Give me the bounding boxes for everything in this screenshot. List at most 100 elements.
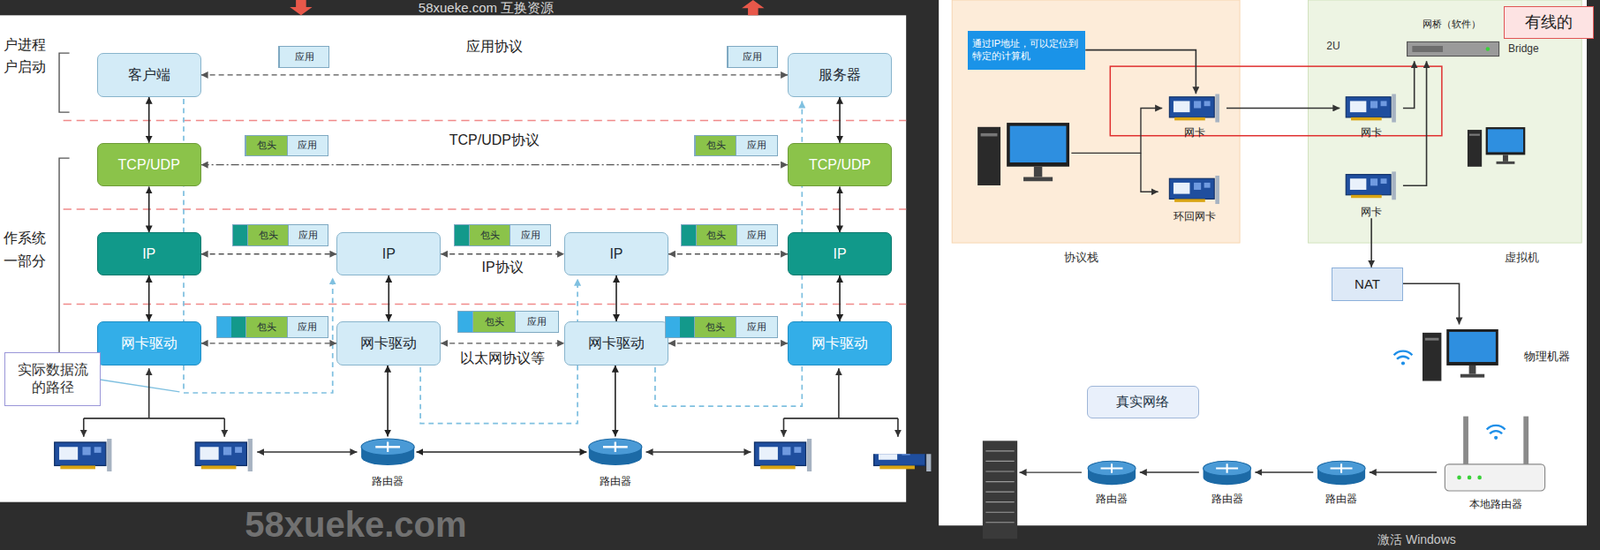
node-label: 物理机器 [1524,349,1570,364]
node-label: 本地路由器 [1469,498,1523,511]
data-path [420,279,578,424]
device-icon: 路由器 [1083,459,1140,506]
packet-box: 包头应用 [232,224,329,246]
connector [201,74,788,76]
packet-field: 包头 [694,135,736,156]
system-notice: 激活 Windows [1377,532,1457,547]
computer-icon [1422,329,1499,382]
unit-label: Bridge [1508,43,1540,56]
layer-divider [63,120,907,304]
node-label: 网卡驱动 [120,334,178,352]
watermark: 58xueke.com [244,504,467,545]
node-label: 路由器 [599,475,632,488]
side-label: 户进程 [3,37,46,53]
led [1467,475,1472,481]
packet-header-cell [681,225,696,245]
nic-icon [1345,93,1397,122]
node-label: 有线的 [1524,13,1573,33]
wifi-icon [1394,351,1413,360]
data-path [655,100,802,407]
watermark: 58xueke.com 互换资源 [418,0,554,16]
layer-box: 网卡驱动 [336,321,441,366]
left-panel [0,15,906,502]
packet-field: 包头 [468,225,510,245]
packet-header-cell [454,225,469,245]
server-rack-slots [985,451,1014,523]
node-label: TCP/UDP [118,156,181,174]
antenna [1463,416,1469,466]
node-label: 服务器 [818,66,861,84]
packet-field: 包头 [245,135,287,156]
connector [387,275,390,322]
layer-box: 客户端 [97,52,202,98]
wire [784,417,899,420]
highlight-frame [1109,66,1442,136]
connector [440,253,565,255]
connector [201,342,338,344]
connector [1370,218,1373,267]
computer-icon [1467,127,1526,167]
connector [615,275,618,322]
device-icon: 路由器 [586,437,644,489]
connector [1139,471,1200,474]
connector [838,186,841,233]
node-label: NAT [1354,276,1381,293]
node-label: 实际数据流的路径 [14,361,91,397]
edge-label: TCP/UDP协议 [446,131,543,149]
layer-box: IP [336,232,441,276]
packet-field: 包头 [694,316,736,337]
node-label: 网卡 [1360,126,1382,139]
node-label: 网卡 [1184,126,1206,139]
unit-label: 2U [1326,40,1340,53]
connector [838,275,841,322]
bracket [59,52,70,393]
node-label: 路由器 [371,475,404,488]
device-icon: 路由器 [1313,459,1370,506]
wire [83,418,85,438]
driver-box: 网卡驱动 [787,321,892,366]
device-icon: 路由器 [1199,459,1256,506]
device-icon: 本地路由器 [1436,410,1555,511]
connector [1403,60,1415,108]
node-label: 通过IP地址，可以定位到特定的计算机 [972,37,1081,63]
packet-header-cell [679,316,695,337]
connector [148,97,151,144]
protocol-box: IP [787,232,892,276]
connector [440,342,565,344]
wire [1018,471,1081,473]
packet-header-cell [233,225,248,245]
node-label: 协议栈 [1064,250,1099,265]
wire [1140,152,1159,192]
node-label: 真实网络 [1116,393,1170,410]
packet-box: 包头应用 [694,135,778,157]
packet-header-cell [458,311,473,332]
protocol-box: TCP/UDP [97,143,202,188]
connector [1403,60,1427,186]
packet-field: 包头 [247,225,287,245]
packet-field: 应用 [735,135,777,156]
nic-icon [195,438,253,472]
device-icon: 路由器 [359,437,417,489]
nic-icon [754,438,812,472]
node-label: IP [609,245,623,263]
packet-field: 应用 [286,316,329,337]
computer-icon [977,122,1070,186]
note-box: 通过IP地址，可以定位到特定的计算机 [967,30,1086,70]
wire [646,451,752,453]
node-label: IP [142,245,156,263]
device-icon: 环回网卡 [1159,175,1231,223]
router-icon [361,438,415,466]
down-arrow [289,0,312,16]
protocol-box: IP [97,232,202,276]
region-panel: 网桥（软件）网卡网卡虚拟机 [1307,0,1582,268]
connector [1254,471,1314,474]
node-label: 网卡驱动 [811,334,868,352]
packet-box: 应用 [726,45,778,68]
wire [897,418,899,438]
wifi-icon [1486,425,1506,434]
node-label: 网卡驱动 [588,334,645,352]
connector [614,365,617,438]
packet-field: 应用 [735,316,778,337]
wire [1071,108,1163,154]
